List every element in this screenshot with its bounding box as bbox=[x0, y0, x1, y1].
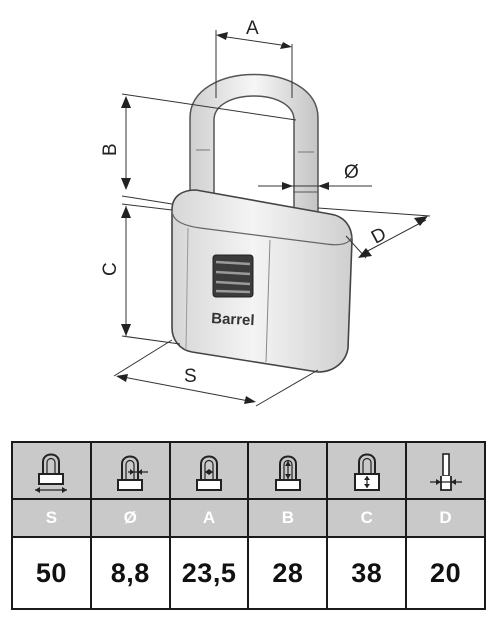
dimension-s: S bbox=[113, 339, 319, 407]
dimension-b: B bbox=[100, 93, 297, 205]
dimension-diameter: Ø bbox=[258, 162, 372, 190]
dimension-c-label: C bbox=[100, 262, 121, 276]
dimension-b-label: B bbox=[100, 143, 121, 156]
value-s: 50 bbox=[11, 536, 92, 610]
icon-cell-s bbox=[11, 441, 92, 500]
icon-cell-a bbox=[168, 441, 250, 500]
icon-cell-diameter bbox=[89, 441, 171, 500]
dimension-a-label: A bbox=[246, 18, 259, 39]
padlock-dimension-drawing: Barrel A B C S bbox=[100, 18, 431, 407]
dimension-d-label: D bbox=[368, 224, 390, 249]
dimensions-table: S Ø A B C D 50 8,8 23,5 28 38 20 bbox=[11, 441, 486, 610]
padlock-body-width-icon bbox=[35, 453, 68, 493]
column-label-c: C bbox=[326, 498, 408, 538]
column-label-diameter: Ø bbox=[89, 498, 171, 538]
column-label-a: A bbox=[168, 498, 250, 538]
dimension-c: C bbox=[100, 203, 181, 345]
value-d: 20 bbox=[405, 536, 486, 610]
value-a: 23,5 bbox=[168, 536, 250, 610]
icon-cell-d bbox=[405, 441, 486, 500]
dimension-a: A bbox=[215, 18, 293, 98]
dimension-diameter-label: Ø bbox=[344, 162, 359, 183]
value-c: 38 bbox=[326, 536, 408, 610]
value-row: 50 8,8 23,5 28 38 20 bbox=[11, 536, 486, 610]
label-row: S Ø A B C D bbox=[11, 498, 486, 538]
column-label-s: S bbox=[11, 498, 92, 538]
icon-cell-c bbox=[326, 441, 408, 500]
icon-row bbox=[11, 441, 486, 500]
value-diameter: 8,8 bbox=[89, 536, 171, 610]
padlock-body-height-icon bbox=[353, 453, 380, 491]
brand-label: Barrel bbox=[211, 310, 255, 329]
dimension-s-label: S bbox=[184, 366, 197, 387]
column-label-b: B bbox=[247, 498, 329, 538]
icon-cell-b bbox=[247, 441, 329, 500]
padlock-shackle-inner-width-icon bbox=[196, 455, 223, 491]
padlock-shackle-diameter-icon bbox=[117, 455, 149, 491]
padlock-shackle-clearance-icon bbox=[274, 455, 301, 491]
value-b: 28 bbox=[247, 536, 329, 610]
padlock-body: Barrel bbox=[171, 189, 353, 373]
column-label-d: D bbox=[405, 498, 486, 538]
padlock-body-depth-icon bbox=[429, 453, 462, 491]
